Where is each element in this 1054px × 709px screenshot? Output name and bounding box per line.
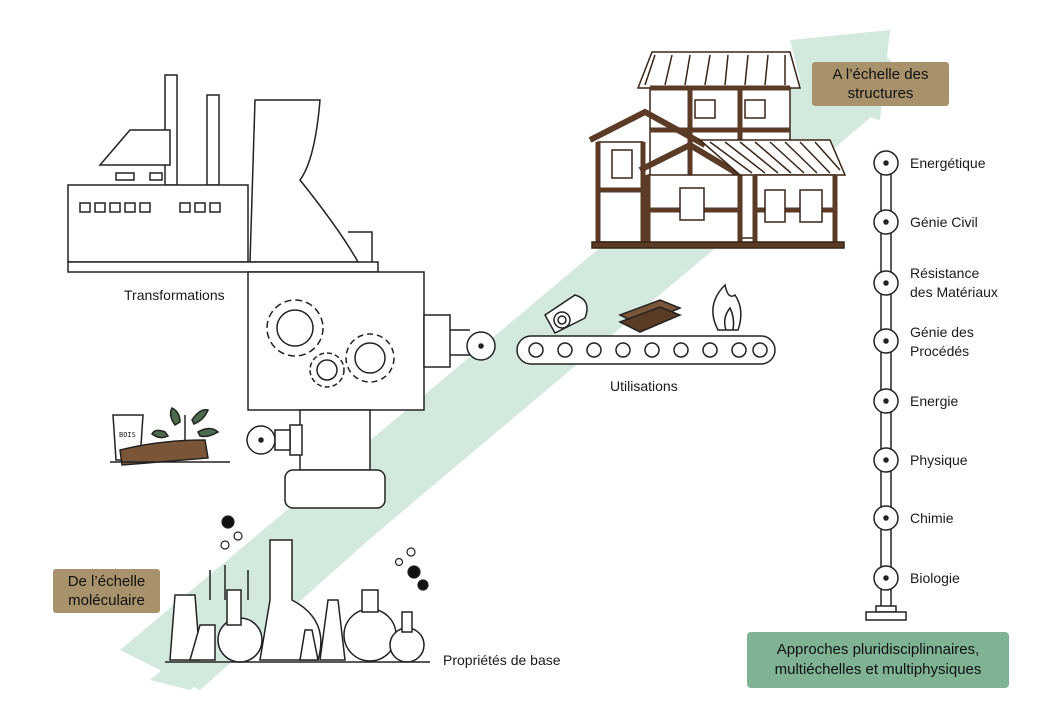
machine-icon [247,271,470,509]
tag-moleculaire-line2: moléculaire [68,592,145,609]
molecules-icon [220,515,429,591]
scale-text: Energétique [910,155,986,171]
label-transformations: Transformations [124,287,225,303]
bin-label: BOIS [119,431,136,439]
gears-icon [266,299,395,388]
label-utilisations: Utilisations [610,378,678,394]
scale-item-genie-civil: Génie Civil [910,213,978,232]
scale-item-resistance: Résistance des Matériaux [910,264,998,302]
tag-structures-line2: structures [847,85,914,102]
scale-item-chimie: Chimie [910,509,954,528]
scale-text: Procédés [910,343,970,359]
glassware-icon [165,539,430,663]
tag-structures-line1: A l’échelle des [832,66,929,83]
approach-box: Approches pluridisciplinnaires, multiéch… [747,632,1009,688]
scale-text: Chimie [910,510,954,526]
scale-text: Génie Civil [910,214,978,230]
wood-input-icon [110,407,291,466]
tag-moleculaire-line1: De l’échelle [67,573,146,590]
scale-text: Génie des [910,324,974,340]
tag-structures: A l’échelle des structures [812,62,949,106]
conveyor-icon [466,331,776,365]
scale-nodes [873,150,899,591]
tag-moleculaire: De l’échelle moléculaire [53,569,160,613]
scale-text: Physique [910,452,968,468]
approach-line2: multiéchelles et multiphysiques [774,661,982,678]
scale-text: Energie [910,393,959,409]
label-proprietes: Propriétés de base [443,652,561,668]
approach-line1: Approches pluridisciplinnaires, [776,641,980,658]
scale-item-energie: Energie [910,392,958,411]
scale-text: Résistance [910,265,980,281]
scale-text: des Matériaux [910,284,998,300]
house-icon [588,51,847,249]
factory-icon [67,74,379,273]
scale-item-energetique: Energétique [910,154,986,173]
scale-text: Biologie [910,570,960,586]
scale-item-physique: Physique [910,451,968,470]
products-icon [544,283,742,334]
scale-item-biologie: Biologie [910,569,960,588]
